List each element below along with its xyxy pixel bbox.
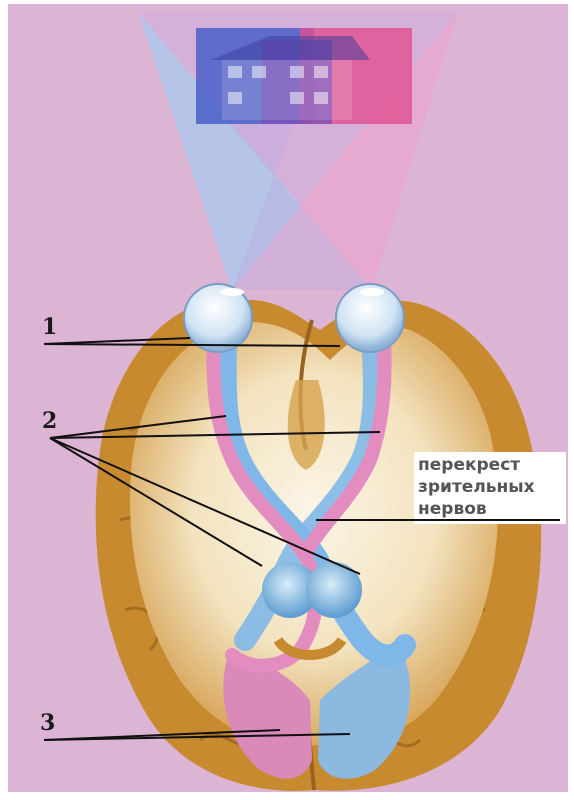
label-2: 2 [42,408,57,434]
house-image [196,28,412,124]
chiasm-label-line1: перекрест [418,455,520,475]
label-1: 1 [42,314,57,340]
left-eye [184,284,252,352]
right-eye [336,284,404,352]
chiasm-label-line3: нервов [418,499,487,519]
chiasm-label-line2: зрительных [418,477,535,497]
label-3: 3 [40,710,55,736]
